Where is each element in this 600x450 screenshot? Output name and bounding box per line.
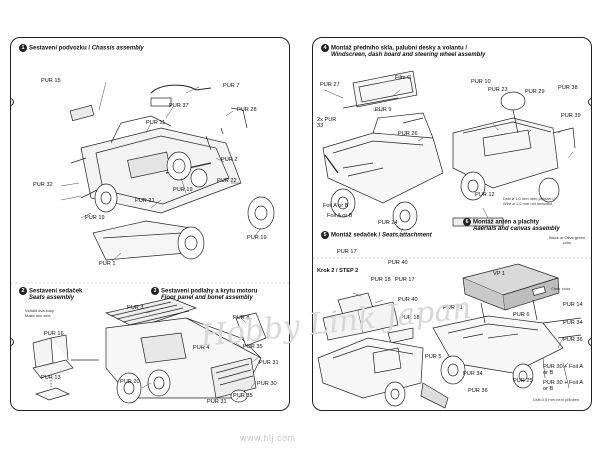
part-label: PUR 29: [525, 89, 545, 95]
part-label: PUR 23: [488, 87, 508, 93]
part-label: PUR 34: [563, 320, 583, 326]
part-label: PUR 7: [223, 83, 240, 89]
part-label: PUR 37: [169, 103, 189, 109]
color-note-clear: Clear color: [551, 286, 571, 291]
part-label: PUR 35: [243, 344, 263, 350]
part-label: PUR 3: [127, 305, 144, 311]
binder-hole: [588, 98, 591, 106]
seat-drawing: [32, 334, 74, 401]
part-label: PUR 9: [375, 107, 392, 113]
part-label: Foil A or B: [327, 213, 353, 219]
assembly-drawings-left: [11, 81, 289, 404]
part-label: PUR 30 + Foil A or B: [543, 380, 583, 392]
part-label: PUR 25: [513, 378, 533, 384]
part-label: PUR 1: [99, 261, 116, 267]
wire-note-2: Drát 0,5 mm není přiložen: [533, 397, 580, 402]
part-label: PUR 26: [398, 131, 418, 137]
chassis-drawing: [69, 84, 248, 261]
part-label: PUR 16: [44, 331, 64, 337]
part-label: PUR 39: [561, 113, 581, 119]
vehicle-wheels-4: [440, 355, 534, 389]
leader-lines: [60, 81, 262, 401]
part-label: PUR 36: [468, 388, 488, 394]
chassis-wheels: [94, 183, 275, 260]
part-label: PUR 30: [257, 381, 277, 387]
part-label: PUR 27: [320, 82, 340, 88]
part-label: PUR 11: [146, 120, 166, 126]
part-label: PUR 38: [558, 85, 578, 91]
part-label: PUR 22: [217, 178, 237, 184]
canvas-drawing: [461, 263, 560, 311]
part-label: PUR 5: [425, 354, 442, 360]
part-label: PUR 36: [563, 337, 583, 343]
part-label: PUR 20: [120, 379, 140, 385]
part-label: PUR 31: [443, 305, 463, 311]
part-label: PUR 6: [513, 312, 530, 318]
part-label: Foil A or B: [323, 203, 349, 209]
vehicle-wheels-3: [384, 381, 406, 407]
part-label: PUR 18: [400, 315, 420, 321]
vehicle-body-drawing-1: [322, 112, 444, 204]
seats-attachment-drawing: [322, 292, 414, 344]
part-label: VP 1: [493, 271, 506, 277]
part-label: PUR 17: [337, 249, 357, 255]
part-label: 2x PUR 33: [317, 117, 337, 129]
leader-lines-right: [352, 89, 574, 369]
vehicle-wheels-2: [460, 171, 560, 203]
part-label: PUR 19: [85, 215, 105, 221]
part-label: PUR 19: [173, 187, 193, 193]
windscreen-drawing: [342, 70, 424, 124]
part-label: PUR 10: [471, 79, 491, 85]
dash-strip: [452, 217, 504, 227]
dashboard-drawing: [452, 91, 576, 189]
color-note-black: Black or Olive green color: [549, 235, 586, 245]
part-label: PUR 30 + Foil A or B: [543, 364, 583, 376]
part-label: PUR 35: [233, 393, 253, 399]
part-label: PUR 4: [193, 345, 210, 351]
vehicle-wheels-1: [330, 188, 418, 231]
floor-wheels: [116, 369, 248, 404]
part-label: PUR 34: [463, 371, 483, 377]
part-label: PUR 32: [33, 182, 53, 188]
wire-note: Drát ø 1,0 mm není přiložen / Wire ø 1,0…: [503, 196, 555, 206]
part-label: PUR 17: [395, 277, 415, 283]
part-label: PUR 40: [398, 297, 418, 303]
vehicle-body-drawing-3: [317, 337, 424, 399]
part-label: PUR 31: [259, 360, 279, 366]
part-label: PUR 40: [388, 260, 408, 266]
part-label: PUR 13: [41, 375, 61, 381]
binder-hole: [588, 338, 591, 346]
part-label: PUR 12: [475, 192, 495, 198]
part-label: PUR 21: [135, 198, 155, 204]
step-label: Krok 2 / STEP 2: [317, 268, 359, 274]
assembly-drawings-right: [313, 70, 591, 409]
part-label: PUR 2: [221, 157, 238, 163]
part-label: PUR 19: [247, 235, 267, 241]
part-label: PUR 24: [378, 220, 398, 226]
part-label: PUR 8: [233, 315, 250, 321]
step-part: [420, 382, 449, 409]
part-label: PUR 14: [563, 302, 583, 308]
part-label: PUR 28: [237, 107, 257, 113]
floor-bonnet-drawing: [71, 297, 267, 399]
watermark-url: www.hlj.com: [240, 433, 296, 443]
part-label: PUR 18: [371, 277, 391, 283]
part-label: Film C: [395, 75, 412, 81]
part-label: PUR 15: [41, 78, 61, 84]
part-label: PUR 31: [207, 399, 227, 405]
